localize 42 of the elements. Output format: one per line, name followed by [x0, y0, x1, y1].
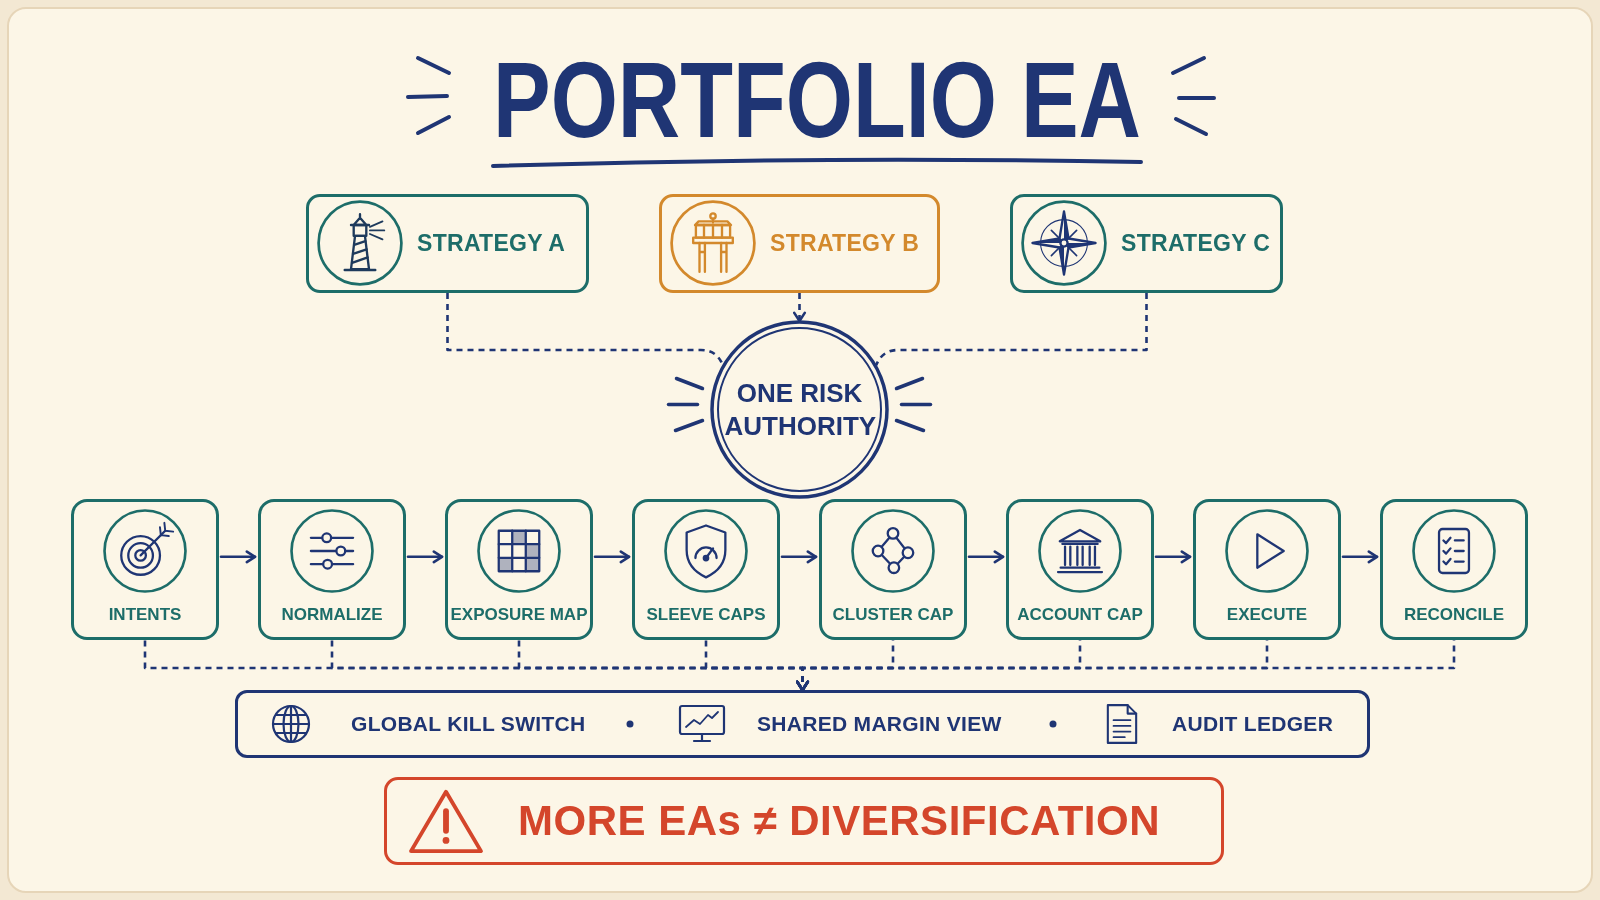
arrow [593, 550, 631, 564]
service-label: AUDIT LEDGER [1172, 712, 1334, 736]
arrow [780, 550, 818, 564]
step-label: ACCOUNT CAP [1017, 604, 1143, 625]
strategy-label: STRATEGY A [417, 230, 566, 257]
circle-label: ONE RISK AUTHORITY [724, 377, 875, 442]
strategy-box [306, 194, 589, 293]
dashed-connector [874, 293, 1148, 366]
step-label: EXECUTE [1226, 604, 1308, 625]
strategy-box [1010, 194, 1283, 293]
strategy-box [659, 194, 940, 293]
process-box [445, 499, 593, 640]
arrow [219, 550, 257, 564]
dashed-arrow [795, 640, 1456, 692]
title: PORTFOLIO EA [493, 46, 1141, 154]
arrow [406, 550, 444, 564]
step-label: INTENTS [108, 604, 182, 625]
process-box [1193, 499, 1341, 640]
warning-banner [384, 777, 1224, 865]
step-label: EXPOSURE MAP [450, 604, 588, 625]
step-label: SLEEVE CAPS [646, 604, 766, 625]
process-box [258, 499, 406, 640]
arrow [1154, 550, 1192, 564]
arrow [1341, 550, 1379, 564]
process-box [71, 499, 219, 640]
step-label: CLUSTER CAP [832, 604, 954, 625]
authority-circle [710, 320, 889, 499]
process-box [1006, 499, 1154, 640]
service-label: SHARED MARGIN VIEW [757, 712, 1002, 736]
strategy-label: STRATEGY B [770, 230, 920, 257]
process-box [819, 499, 967, 640]
process-box [1380, 499, 1528, 640]
step-label: RECONCILE [1403, 604, 1505, 625]
dashed-connector [446, 293, 725, 366]
shared-services-bar [235, 690, 1370, 758]
dashed-arrow [792, 293, 807, 323]
process-box [632, 499, 780, 640]
service-label: GLOBAL KILL SWITCH [351, 712, 586, 736]
strategy-label: STRATEGY C [1121, 230, 1271, 257]
arrow [967, 550, 1005, 564]
warning-text: MORE EAs ≠ DIVERSIFICATION [518, 797, 1160, 845]
step-label: NORMALIZE [281, 604, 383, 625]
